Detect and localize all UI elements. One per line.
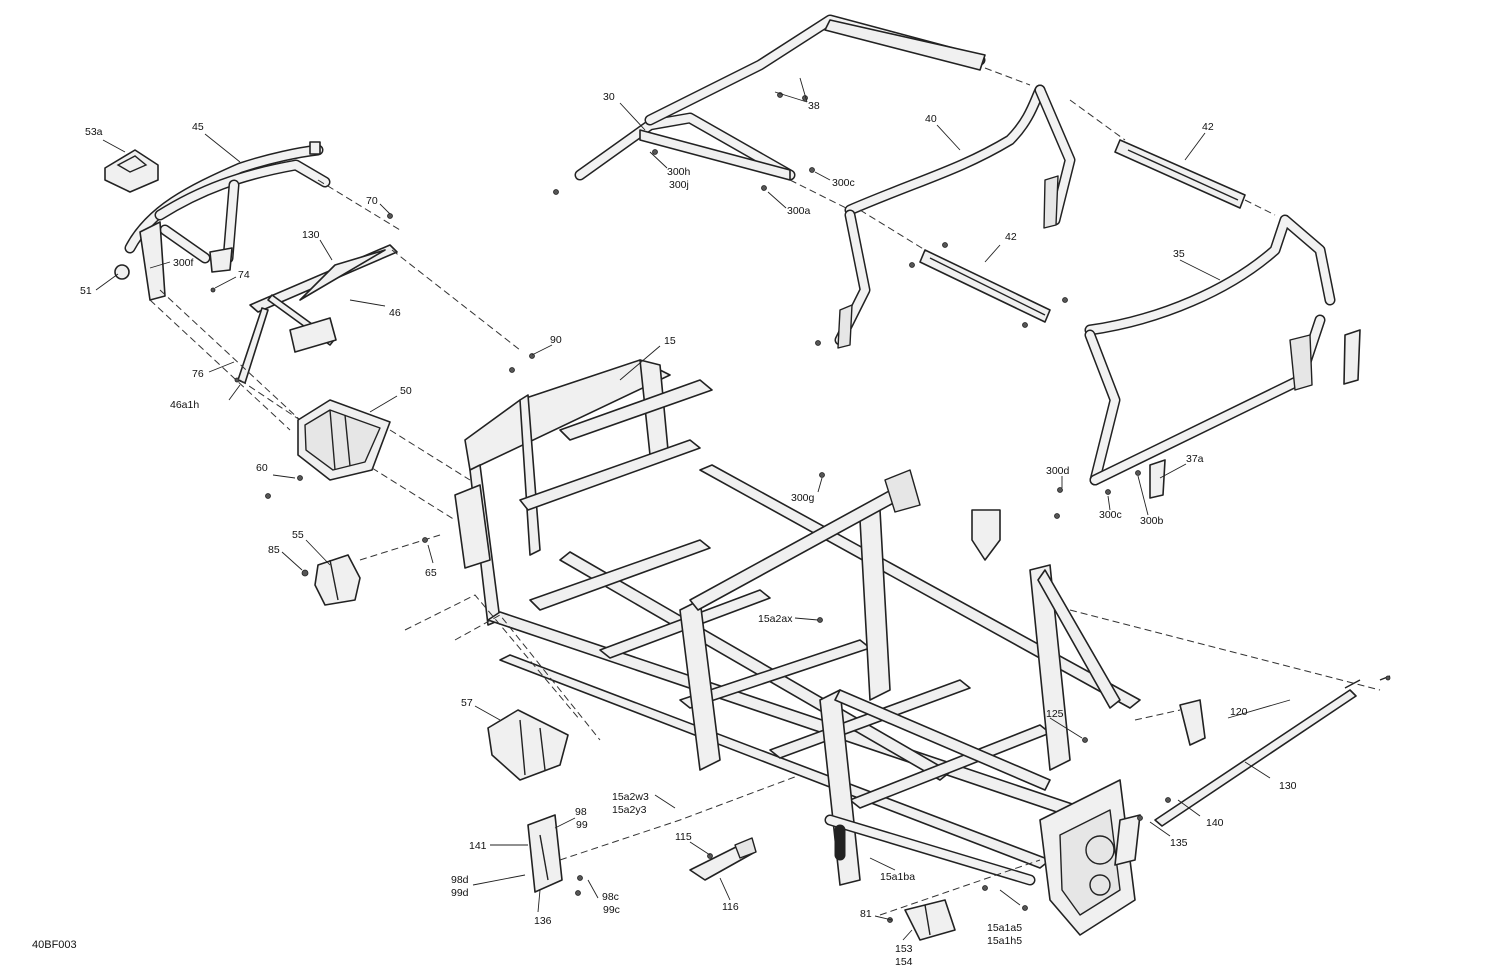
part-116-plate (689, 837, 757, 881)
callout-125: 125 (1046, 708, 1064, 720)
figure-reference-code: 40BF003 (32, 939, 77, 951)
callout-120: 120 (1230, 706, 1248, 718)
part-120-rod (1154, 675, 1391, 827)
roll-cage-part-40 (834, 84, 1076, 349)
dashed-guide-45 (317, 179, 401, 231)
callout-153: 153 (895, 943, 913, 955)
callout-300b: 300b (1140, 515, 1164, 527)
callout-60: 60 (256, 462, 268, 474)
callout-300d: 300d (1046, 465, 1070, 477)
callout-300g: 300g (791, 492, 815, 504)
fasteners (210, 92, 1391, 923)
part-bracket-rear (1179, 699, 1206, 746)
callout-300c-lower: 300c (1099, 509, 1122, 521)
dashed-guide-141 (559, 774, 801, 861)
callout-15a1a5: 15a1a5 (987, 922, 1022, 934)
roll-cage-part-42-upper (1114, 139, 1246, 209)
callout-46a1h: 46a1h (170, 399, 199, 411)
callout-300f: 300f (173, 257, 194, 269)
callout-99d: 99d (451, 887, 469, 899)
callout-42-lower: 42 (1005, 231, 1017, 243)
callout-140: 140 (1206, 817, 1224, 829)
front-hoop-part-45 (124, 141, 331, 301)
callout-65: 65 (425, 567, 437, 579)
callout-38: 38 (808, 100, 820, 112)
callout-154: 154 (895, 956, 913, 968)
dashed-guide-120 (1069, 609, 1381, 721)
part-57-bracket (487, 709, 569, 781)
part-55-mount (314, 554, 361, 606)
callout-135: 135 (1170, 837, 1188, 849)
dashed-guide-153 (879, 859, 1041, 916)
dashed-guide-55 (359, 534, 441, 561)
dashed-guide-30 (789, 67, 1031, 211)
callout-116: 116 (722, 901, 739, 913)
callout-85: 85 (268, 544, 280, 556)
part-141-bracket (527, 814, 563, 893)
callout-136: 136 (534, 915, 552, 927)
part-53a-plate (104, 149, 159, 193)
callout-300c-upper: 300c (832, 177, 855, 189)
callout-98: 98 (575, 806, 587, 818)
callout-50: 50 (400, 385, 412, 397)
dashed-guide-57 (404, 594, 601, 741)
callout-300j: 300j (669, 179, 689, 191)
leader-lines (95, 77, 1291, 941)
callout-300h: 300h (667, 166, 691, 178)
callout-300a: 300a (787, 205, 811, 217)
callout-81: 81 (860, 908, 872, 920)
callout-98d: 98d (451, 874, 469, 886)
callout-130-lower: 130 (1279, 780, 1297, 792)
callout-46: 46 (389, 307, 401, 319)
part-51-knob (114, 264, 130, 280)
callout-99: 99 (576, 819, 588, 831)
part-50-housing (297, 399, 391, 481)
roll-cage-part-42-lower (919, 249, 1051, 323)
callout-42-upper: 42 (1202, 121, 1214, 133)
callout-57: 57 (461, 697, 473, 709)
callout-141: 141 (469, 840, 487, 852)
callout-98c: 98c (602, 891, 619, 903)
part-46-bracket (237, 244, 398, 384)
callout-15a2w3: 15a2w3 (612, 791, 649, 803)
dashed-guide-42 (859, 99, 1276, 251)
callout-53a: 53a (85, 126, 103, 138)
callout-90: 90 (550, 334, 562, 346)
callout-76: 76 (192, 368, 204, 380)
callout-37a: 37a (1186, 453, 1204, 465)
callout-15a2ax: 15a2ax (758, 613, 793, 625)
callout-35: 35 (1173, 248, 1185, 260)
callout-51: 51 (80, 285, 92, 297)
callout-115: 115 (675, 831, 692, 843)
part-153-bracket (904, 899, 956, 941)
callout-45: 45 (192, 121, 204, 133)
callout-40: 40 (925, 113, 937, 125)
dashed-guide-46 (149, 249, 521, 441)
roll-cage-part-35 (1084, 214, 1361, 499)
callout-15a1h5: 15a1h5 (987, 935, 1022, 947)
dashed-guide-50 (371, 429, 471, 521)
callout-74: 74 (238, 269, 250, 281)
main-frame-part-15 (454, 359, 1141, 936)
callout-15a1ba: 15a1ba (880, 871, 915, 883)
callout-130-upper: 130 (302, 229, 320, 241)
callout-labels: 53a 45 51 300f 74 70 130 46 76 46a1h 50 … (80, 91, 1297, 968)
callout-15a2y3: 15a2y3 (612, 804, 647, 816)
callout-55: 55 (292, 529, 304, 541)
callout-70: 70 (366, 195, 378, 207)
callout-30: 30 (603, 91, 615, 103)
callout-99c: 99c (603, 904, 620, 916)
roll-cage-part-30 (574, 14, 986, 181)
callout-15: 15 (664, 335, 676, 347)
